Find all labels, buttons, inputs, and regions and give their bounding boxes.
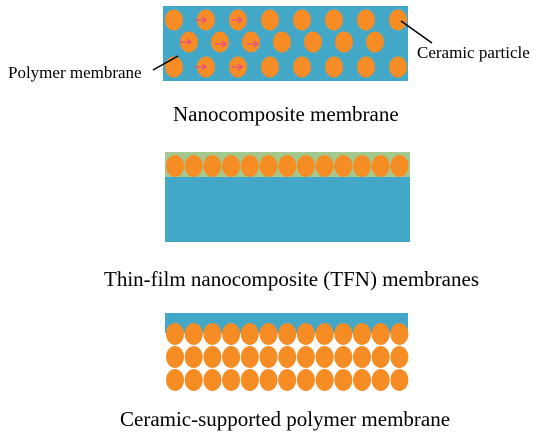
ceramic-particle bbox=[325, 56, 343, 78]
ceramic-particle bbox=[165, 9, 183, 31]
tfn-ceramic-particle bbox=[390, 155, 409, 177]
ceramic-particle bbox=[304, 31, 322, 53]
ceramic-particle bbox=[165, 56, 183, 78]
ceramic-support-particles bbox=[166, 323, 409, 391]
ceramic-support-particle bbox=[184, 346, 203, 368]
ceramic-support-particle bbox=[334, 323, 353, 345]
ceramic-particle-label: Ceramic particle bbox=[417, 43, 530, 62]
ceramic-support-particle bbox=[259, 323, 278, 345]
ceramic-support-particle bbox=[353, 323, 371, 345]
ceramic-support-particle bbox=[184, 323, 203, 345]
tfn-ceramic-particle bbox=[203, 155, 222, 177]
tfn-ceramic-particle bbox=[166, 155, 184, 177]
tfn-ceramic-particle bbox=[259, 155, 278, 177]
ceramic-particle bbox=[335, 31, 353, 53]
ceramic-support-particle bbox=[390, 369, 409, 391]
ceramic-support-particle bbox=[353, 369, 371, 391]
ceramic-callout-line bbox=[400, 20, 433, 44]
ceramic-particle bbox=[389, 56, 407, 78]
ceramic-support-particle bbox=[390, 323, 409, 345]
tfn-ceramic-particle bbox=[240, 155, 259, 177]
tfn-ceramic-particle bbox=[184, 155, 203, 177]
ceramic-support-particle bbox=[315, 346, 334, 368]
arrow-mark bbox=[195, 16, 207, 24]
tfn-ceramic-particle bbox=[296, 155, 315, 177]
ceramic-support-particle bbox=[278, 369, 297, 391]
ceramic-support-particle bbox=[203, 346, 222, 368]
ceramic-support-particle bbox=[296, 346, 315, 368]
ceramic-support-particle bbox=[166, 323, 184, 345]
arrow-mark bbox=[195, 63, 207, 71]
pink-arrows bbox=[180, 16, 259, 71]
polymer-callout-line bbox=[152, 55, 179, 71]
nanocomposite-panel bbox=[163, 6, 408, 81]
tfn-ceramic-particle bbox=[222, 155, 241, 177]
ceramic-particle bbox=[293, 9, 311, 31]
ceramic-support-particle bbox=[371, 369, 390, 391]
ceramic-particles bbox=[165, 9, 407, 78]
tfn-ceramic-particle bbox=[353, 155, 371, 177]
ceramic-support-particle bbox=[315, 369, 334, 391]
ceramic-support-particle bbox=[353, 346, 371, 368]
ceramic-particle bbox=[211, 31, 229, 53]
ceramic-support-particle bbox=[278, 346, 297, 368]
nanocomposite-caption: Nanocomposite membrane bbox=[173, 102, 399, 126]
arrow-mark bbox=[231, 16, 243, 24]
tfn-caption: Thin-film nanocomposite (TFN) membranes bbox=[104, 267, 479, 291]
ceramic-support-particle bbox=[334, 369, 353, 391]
ceramic-supported-caption: Ceramic-supported polymer membrane bbox=[120, 407, 451, 431]
ceramic-particle bbox=[357, 9, 375, 31]
ceramic-support-particle bbox=[259, 346, 278, 368]
ceramic-particle bbox=[242, 31, 260, 53]
ceramic-support-particle bbox=[240, 346, 259, 368]
ceramic-support-particle bbox=[203, 323, 222, 345]
ceramic-support-particle bbox=[240, 323, 259, 345]
tfn-ceramic-particle bbox=[315, 155, 334, 177]
ceramic-support-particle bbox=[166, 346, 184, 368]
polymer-membrane-label: Polymer membrane bbox=[8, 63, 142, 82]
ceramic-support-particle bbox=[222, 323, 241, 345]
ceramic-particle bbox=[273, 31, 291, 53]
polymer-support bbox=[165, 177, 410, 242]
arrow-mark bbox=[231, 63, 243, 71]
ceramic-particle bbox=[293, 56, 311, 78]
ceramic-support-particle bbox=[166, 369, 184, 391]
ceramic-support-particle bbox=[222, 346, 241, 368]
ceramic-support-particle bbox=[222, 369, 241, 391]
arrow-mark bbox=[247, 40, 259, 48]
tfn-ceramic-particle bbox=[278, 155, 297, 177]
ceramic-support-particle bbox=[371, 346, 390, 368]
arrow-mark bbox=[180, 38, 192, 46]
ceramic-particle bbox=[366, 31, 384, 53]
ceramic-support-particle bbox=[371, 323, 390, 345]
tfn-ceramic-particles bbox=[166, 155, 409, 177]
tfn-ceramic-particle bbox=[334, 155, 353, 177]
arrow-mark bbox=[215, 40, 227, 48]
ceramic-support-particle bbox=[334, 346, 353, 368]
ceramic-support-particle bbox=[184, 369, 203, 391]
ceramic-support-particle bbox=[240, 369, 259, 391]
ceramic-support-particle bbox=[296, 323, 315, 345]
ceramic-support-particle bbox=[278, 323, 297, 345]
ceramic-supported-panel bbox=[165, 313, 409, 391]
ceramic-particle bbox=[325, 9, 343, 31]
ceramic-support-particle bbox=[259, 369, 278, 391]
ceramic-particle bbox=[357, 56, 375, 78]
tfn-panel bbox=[165, 152, 410, 242]
ceramic-support-particle bbox=[315, 323, 334, 345]
ceramic-support-particle bbox=[203, 369, 222, 391]
ceramic-particle bbox=[389, 9, 407, 31]
ceramic-support-particle bbox=[296, 369, 315, 391]
ceramic-support-particle bbox=[390, 346, 409, 368]
ceramic-particle bbox=[261, 56, 279, 78]
tfn-ceramic-particle bbox=[371, 155, 390, 177]
ceramic-particle bbox=[261, 9, 279, 31]
